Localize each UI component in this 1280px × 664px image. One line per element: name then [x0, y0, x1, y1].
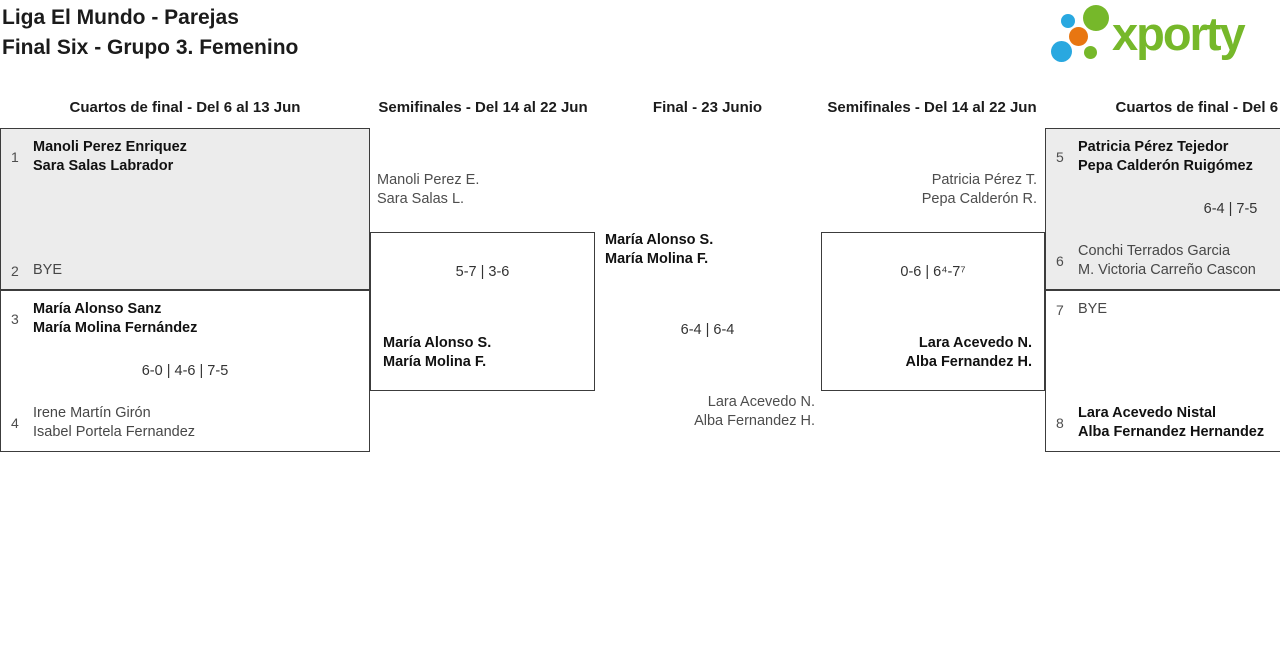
round-header-final: Final - 23 Junio — [652, 99, 763, 116]
team-name: BYE — [1078, 301, 1108, 317]
seed-number: 5 — [1056, 149, 1064, 165]
team-name: Alba Fernandez H. — [694, 413, 815, 429]
seed-number: 7 — [1056, 301, 1064, 318]
team-names: BYE — [33, 261, 62, 280]
team-name: Pepa Calderón Ruigómez — [1078, 158, 1253, 174]
team-name: Patricia Pérez Tejedor — [1078, 139, 1229, 155]
team-names: Conchi Terrados Garcia M. Victoria Carre… — [1078, 242, 1256, 280]
page-title: Liga El Mundo - Parejas Final Six - Grup… — [2, 3, 298, 63]
team-row: 8 Lara Acevedo Nistal Alba Fernandez Her… — [1056, 404, 1280, 442]
seed-number: 2 — [11, 262, 19, 279]
team-name: María Molina F. — [605, 251, 709, 267]
seed-number: 3 — [11, 311, 19, 327]
match-score — [1056, 353, 1280, 371]
match-score — [11, 210, 359, 228]
team-name: María Molina F. — [383, 354, 487, 370]
match-box-qf-right-top[interactable]: 5 Patricia Pérez Tejedor Pepa Calderón R… — [1045, 128, 1280, 290]
logo-dot-green-small-icon — [1084, 46, 1097, 59]
team-name: Lara Acevedo N. — [918, 335, 1032, 351]
team-name: Isabel Portela Fernandez — [33, 424, 196, 440]
team-name: María Alonso S. — [605, 232, 714, 248]
match-box-sf-right[interactable]: 0-6 | 6⁴-7⁷ Lara Acevedo N. Alba Fernand… — [821, 232, 1045, 391]
team-name: Manoli Perez E. — [377, 172, 480, 188]
sf-right-winner-team: Lara Acevedo N. Alba Fernandez H. — [834, 334, 1033, 372]
team-row: 6 Conchi Terrados Garcia M. Victoria Car… — [1056, 242, 1280, 280]
team-row: 4 Irene Martín Girón Isabel Portela Fern… — [11, 404, 359, 442]
sf-left-winner-team: María Alonso S. María Molina F. — [383, 334, 582, 372]
team-name: Lara Acevedo N. — [707, 394, 815, 410]
team-names: BYE — [1078, 300, 1107, 319]
team-names: Lara Acevedo Nistal Alba Fernandez Herna… — [1078, 404, 1264, 442]
team-row: 7 BYE — [1056, 300, 1280, 319]
team-row: 2 BYE — [11, 261, 359, 280]
seed-number: 1 — [11, 149, 19, 165]
match-box-qf-left-bottom[interactable]: 3 María Alonso Sanz María Molina Fernánd… — [0, 290, 370, 452]
team-name: Pepa Calderón R. — [921, 191, 1037, 207]
final-team-bottom: Lara Acevedo N. Alba Fernandez H. — [595, 393, 815, 431]
page-title-line2: Final Six - Grupo 3. Femenino — [2, 36, 299, 59]
team-name: Manoli Perez Enriquez — [33, 139, 187, 155]
final-team-top: María Alonso S. María Molina F. — [605, 231, 815, 269]
round-header-quarterfinals-right: Cuartos de final - Del 6 al 13 Jun — [1115, 99, 1280, 116]
team-name: Lara Acevedo Nistal — [1078, 405, 1217, 421]
team-name: Sara Salas Labrador — [33, 158, 174, 174]
team-names: María Alonso Sanz María Molina Fernández — [33, 300, 197, 338]
match-box-qf-left-top[interactable]: 1 Manoli Perez Enriquez Sara Salas Labra… — [0, 128, 370, 290]
team-names: Patricia Pérez Tejedor Pepa Calderón Rui… — [1078, 138, 1253, 176]
match-score: 6-4 | 7-5 — [1203, 201, 1258, 217]
match-score: 6-0 | 4-6 | 7-5 — [141, 363, 229, 379]
team-name: Sara Salas L. — [377, 191, 465, 207]
match-score: 0-6 | 6⁴-7⁷ — [900, 264, 966, 280]
match-score: 5-7 | 3-6 — [455, 264, 510, 280]
logo-wordmark: xporty — [1112, 7, 1246, 60]
match-box-sf-left[interactable]: 5-7 | 3-6 María Alonso S. María Molina F… — [370, 232, 595, 391]
round-header-semifinals-right: Semifinales - Del 14 al 22 Jun — [827, 99, 1037, 116]
seed-number: 6 — [1056, 253, 1064, 269]
team-name: Conchi Terrados Garcia — [1078, 243, 1231, 259]
team-row: 1 Manoli Perez Enriquez Sara Salas Labra… — [11, 138, 359, 176]
team-names: Manoli Perez Enriquez Sara Salas Labrado… — [33, 138, 187, 176]
page-title-line1: Liga El Mundo - Parejas — [2, 6, 239, 29]
sf-left-feeder-team: Manoli Perez E. Sara Salas L. — [377, 171, 587, 209]
team-name: María Alonso S. — [383, 335, 492, 351]
sf-right-feeder-team: Patricia Pérez T. Pepa Calderón R. — [821, 171, 1037, 209]
team-name: BYE — [33, 262, 63, 278]
final-match-score: 6-4 | 6-4 — [680, 322, 735, 338]
round-header-quarterfinals-left: Cuartos de final - Del 6 al 13 Jun — [69, 99, 301, 116]
team-name: Alba Fernandez H. — [905, 354, 1033, 370]
team-name: Irene Martín Girón — [33, 405, 151, 421]
match-box-qf-right-bottom[interactable]: 7 BYE 8 Lara Acevedo Nistal Alba Fernand… — [1045, 290, 1280, 452]
team-name: María Molina Fernández — [33, 320, 198, 336]
team-row: 5 Patricia Pérez Tejedor Pepa Calderón R… — [1056, 138, 1280, 176]
team-name: María Alonso Sanz — [33, 301, 162, 317]
logo-dot-blue-large-icon — [1051, 41, 1072, 62]
team-names: Irene Martín Girón Isabel Portela Fernan… — [33, 404, 195, 442]
team-row: 3 María Alonso Sanz María Molina Fernánd… — [11, 300, 359, 338]
team-name: Patricia Pérez T. — [931, 172, 1037, 188]
xporty-logo[interactable]: xporty — [1046, 0, 1280, 74]
round-header-semifinals-left: Semifinales - Del 14 al 22 Jun — [378, 99, 588, 116]
seed-number: 8 — [1056, 415, 1064, 431]
seed-number: 4 — [11, 415, 19, 431]
logo-dot-blue-small-icon — [1061, 14, 1075, 28]
logo-dot-green-large-icon — [1083, 5, 1109, 31]
team-name: Alba Fernandez Hernandez — [1078, 424, 1265, 440]
team-name: M. Victoria Carreño Cascon — [1078, 262, 1256, 278]
logo-dot-orange-icon — [1069, 27, 1088, 46]
